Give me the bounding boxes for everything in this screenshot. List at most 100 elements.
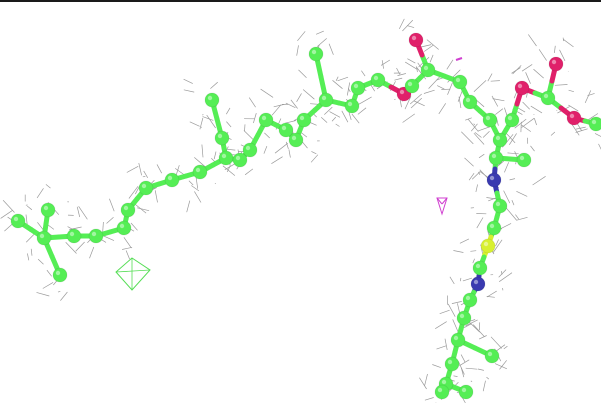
carbon-atom[interactable] [192,164,208,180]
atom-highlight [407,81,413,87]
nitrogen-atom[interactable] [470,276,486,292]
carbon-atom[interactable] [10,213,26,229]
mesh-segment [447,303,456,317]
mesh-segment [2,200,15,213]
mesh-segment [78,206,88,220]
carbon-atom[interactable] [434,384,450,400]
carbon-atom[interactable] [486,220,502,236]
mesh-segment [285,120,297,124]
mesh-segment [290,99,298,109]
carbon-atom[interactable] [164,172,180,188]
mesh-segment [122,246,133,250]
mesh-segment [575,126,586,130]
carbon-atom[interactable] [120,202,136,218]
mesh-segment [473,132,485,145]
carbon-atom[interactable] [588,116,601,132]
carbon-atom[interactable] [456,310,472,326]
sulfur-atom[interactable] [480,238,496,254]
mesh-segment [554,84,568,86]
carbon-atom[interactable] [450,332,466,348]
atom-highlight [91,231,97,237]
carbon-atom[interactable] [492,132,508,148]
carbon-atom[interactable] [462,292,478,308]
mesh-segment [406,25,415,28]
carbon-atom[interactable] [488,150,504,166]
mesh-segment [587,113,599,121]
carbon-atom[interactable] [218,150,234,166]
mesh-segment [446,59,454,70]
carbon-atom[interactable] [116,220,132,236]
mesh-segment [260,88,274,98]
carbon-atom[interactable] [308,46,324,62]
mesh-segment [525,72,531,84]
carbon-atom[interactable] [540,90,556,106]
carbon-atom[interactable] [482,112,498,128]
mesh-segment [273,104,285,108]
carbon-atom[interactable] [258,112,274,128]
mesh-segment [26,205,33,211]
carbon-atom[interactable] [204,92,220,108]
atom-highlight [487,351,493,357]
carbon-atom[interactable] [484,348,500,364]
mesh-segment [474,132,482,138]
atom-highlight [489,175,495,181]
mesh-segment [226,165,231,173]
carbon-atom[interactable] [214,130,230,146]
mesh-segment [486,376,490,380]
atom-highlight [475,263,481,269]
carbon-atom[interactable] [138,180,154,196]
mesh-segment [337,76,349,82]
mesh-segment [381,60,384,69]
mesh-segment [494,363,508,370]
carbon-atom[interactable] [516,152,532,168]
oxygen-atom[interactable] [408,32,424,48]
carbon-atom[interactable] [318,92,334,108]
carbon-atom[interactable] [462,94,478,110]
mesh-segment [464,157,474,167]
mesh-segment [302,89,315,100]
carbon-atom[interactable] [52,267,68,283]
atom-highlight [69,231,75,237]
carbon-atom[interactable] [36,230,52,246]
mesh-segment [398,18,405,30]
mesh-segment [457,90,463,102]
carbon-atom[interactable] [88,228,104,244]
oxygen-atom[interactable] [514,80,530,96]
mesh-segment [463,323,472,329]
nitrogen-atom[interactable] [486,172,502,188]
oxygen-atom[interactable] [548,56,564,72]
carbon-atom[interactable] [420,62,436,78]
carbon-atom[interactable] [232,152,248,168]
mesh-segment [598,143,601,150]
carbon-atom[interactable] [370,72,386,88]
carbon-atom[interactable] [350,80,366,96]
carbon-atom[interactable] [444,356,460,372]
carbon-atom[interactable] [472,260,488,276]
carbon-atom[interactable] [242,142,258,158]
mesh-segment [316,38,327,47]
carbon-atom[interactable] [504,112,520,128]
mesh-segment [444,338,448,350]
carbon-atom[interactable] [452,74,468,90]
mesh-segment [528,34,537,47]
mesh-segment [460,354,466,363]
carbon-atom[interactable] [296,112,312,128]
atom-highlight [569,113,575,119]
carbon-atom[interactable] [288,132,304,148]
atom-highlight [373,75,379,81]
mesh-segment [490,336,502,349]
mesh-segment [361,96,372,104]
carbon-atom[interactable] [492,198,508,214]
mesh-segment [486,296,495,298]
atom-highlight [281,125,287,131]
oxygen-atom[interactable] [566,110,582,126]
carbon-atom[interactable] [458,384,474,400]
carbon-atom[interactable] [66,228,82,244]
ligand-atoms[interactable] [10,32,601,400]
carbon-atom[interactable] [278,122,294,138]
carbon-atom[interactable] [404,78,420,94]
carbon-atom[interactable] [40,202,56,218]
mesh-segment [521,64,533,72]
carbon-atom[interactable] [344,98,360,114]
